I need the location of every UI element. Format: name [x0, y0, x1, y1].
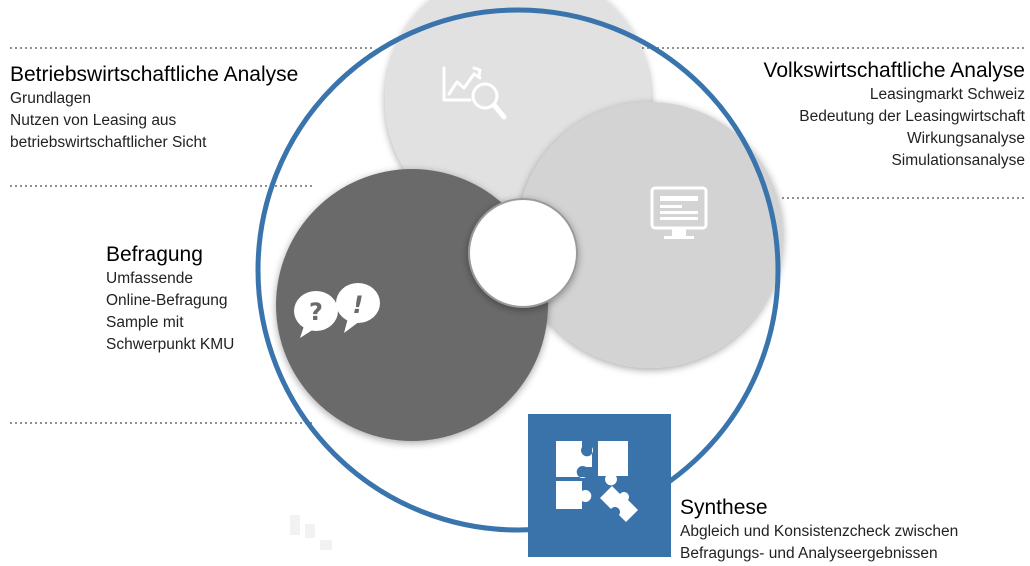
business-analysis-label: Betriebswirtschaftliche Analyse Grundlag… — [10, 62, 370, 154]
synthesis-line: Abgleich und Konsistenzcheck zwischen — [680, 523, 959, 540]
svg-text:!: ! — [353, 291, 364, 319]
chart-magnifier-icon — [442, 66, 507, 120]
survey-title: Befragung — [106, 243, 203, 266]
business-analysis-title: Betriebswirtschaftliche Analyse — [10, 63, 299, 86]
survey-label: Befragung Umfassende Online-Befragung Sa… — [106, 242, 306, 356]
synthesis-box — [528, 414, 671, 557]
economics-analysis-label: Volkswirtschaftliche Analyse Leasingmark… — [685, 58, 1025, 172]
business-analysis-line: Grundlagen — [10, 90, 92, 107]
speech-bubbles-question-exclamation-icon: ? ! — [294, 283, 380, 338]
survey-line: Schwerpunkt KMU — [106, 336, 235, 353]
economics-circle — [517, 102, 783, 368]
business-analysis-line: Nutzen von Leasing aus — [10, 112, 177, 129]
economics-analysis-line: Leasingmarkt Schweiz — [869, 86, 1025, 103]
survey-line: Umfassende — [106, 270, 194, 287]
faint-watermark-shape — [290, 515, 332, 550]
monitor-icon — [650, 186, 708, 239]
business-analysis-line: betriebswirtschaftlicher Sicht — [10, 134, 207, 151]
survey-line: Sample mit — [106, 314, 184, 331]
economics-analysis-line: Bedeutung der Leasingwirtschaft — [799, 108, 1025, 125]
economics-analysis-title: Volkswirtschaftliche Analyse — [763, 59, 1025, 82]
synthesis-label: Synthese Abgleich und Konsistenzcheck zw… — [680, 495, 1025, 565]
economics-analysis-line: Wirkungsanalyse — [906, 130, 1025, 147]
center-circle — [468, 198, 578, 308]
svg-text:?: ? — [309, 298, 323, 326]
synthesis-title: Synthese — [680, 496, 768, 519]
economics-analysis-line: Simulationsanalyse — [891, 152, 1025, 169]
synthesis-line: Befragungs- und Analyseergebnissen — [680, 545, 938, 562]
puzzle-icon — [556, 441, 638, 522]
survey-line: Online-Befragung — [106, 292, 228, 309]
outer-ring — [255, 7, 781, 533]
